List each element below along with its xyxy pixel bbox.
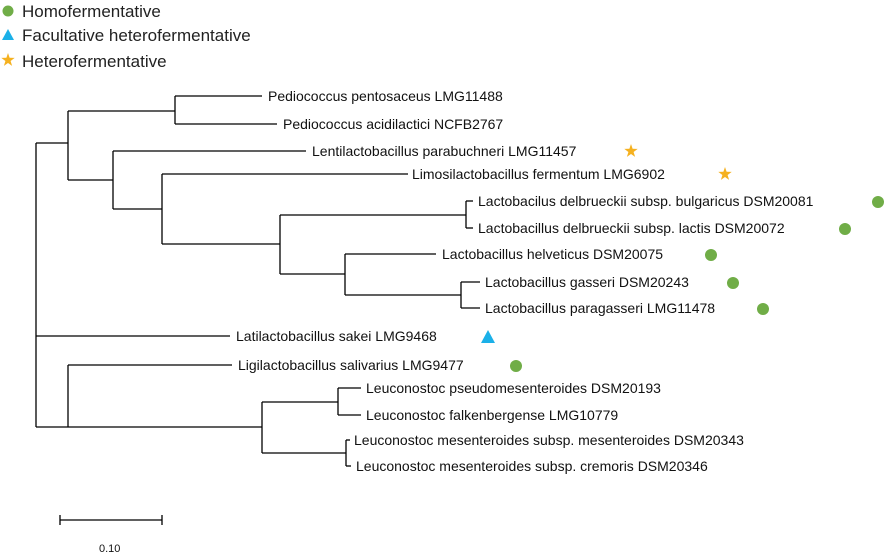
taxon-label: Lactobacillus helveticus DSM20075 xyxy=(442,246,663,262)
taxon-label: Lactobacilus delbrueckii subsp. bulgaric… xyxy=(478,193,814,209)
homofermentative-circle-icon xyxy=(872,196,884,208)
scale-bar: 0.10 xyxy=(59,515,163,554)
taxon-label: Ligilactobacillus salivarius LMG9477 xyxy=(238,357,464,373)
taxon-label: Leuconostoc falkenbergense LMG10779 xyxy=(366,407,618,423)
facultative-legend-icon xyxy=(2,29,14,40)
legend: Homofermentative Facultative heteroferme… xyxy=(1,2,251,71)
homofermentative-circle-icon xyxy=(727,277,739,289)
tree-branches xyxy=(35,95,480,467)
legend-label-heterofermentative: Heterofermentative xyxy=(22,52,167,71)
taxon-label: Leuconostoc mesenteroides subsp. cremori… xyxy=(356,458,708,474)
taxon-label: Lactobacillus delbrueckii subsp. lactis … xyxy=(478,220,785,236)
scale-bar-label: 0.10 xyxy=(99,543,120,554)
taxon-label: Pediococcus pentosaceus LMG11488 xyxy=(268,88,503,104)
heterofermentative-star-icon xyxy=(624,144,638,157)
homofermentative-circle-icon xyxy=(705,249,717,261)
taxon-label: Latilactobacillus sakei LMG9468 xyxy=(236,328,437,344)
legend-label-facultative: Facultative heterofermentative xyxy=(22,26,251,45)
facultative-triangle-icon xyxy=(481,330,495,343)
homofermentative-circle-icon xyxy=(757,303,769,315)
heterofermentative-legend-icon xyxy=(1,53,15,66)
taxon-label: Lactobacillus paragasseri LMG11478 xyxy=(485,300,715,316)
taxon-label: Leuconostoc mesenteroides subsp. mesente… xyxy=(354,432,744,448)
scale-bar-line xyxy=(59,515,163,525)
leaf-markers xyxy=(481,144,884,372)
homofermentative-circle-icon xyxy=(510,360,522,372)
legend-label-homofermentative: Homofermentative xyxy=(22,2,161,21)
homofermentative-circle-icon xyxy=(839,223,851,235)
leaf-labels: Pediococcus pentosaceus LMG11488 Pedioco… xyxy=(236,88,814,474)
taxon-label: Pediococcus acidilactici NCFB2767 xyxy=(283,116,503,132)
homofermentative-legend-icon xyxy=(2,5,14,17)
taxon-label: Lentilactobacillus parabuchneri LMG11457 xyxy=(312,143,577,159)
taxon-label: Leuconostoc pseudomesenteroides DSM20193 xyxy=(366,380,661,396)
taxon-label: Lactobacillus gasseri DSM20243 xyxy=(485,274,689,290)
taxon-label: Limosilactobacillus fermentum LMG6902 xyxy=(412,166,665,182)
heterofermentative-star-icon xyxy=(718,167,732,180)
